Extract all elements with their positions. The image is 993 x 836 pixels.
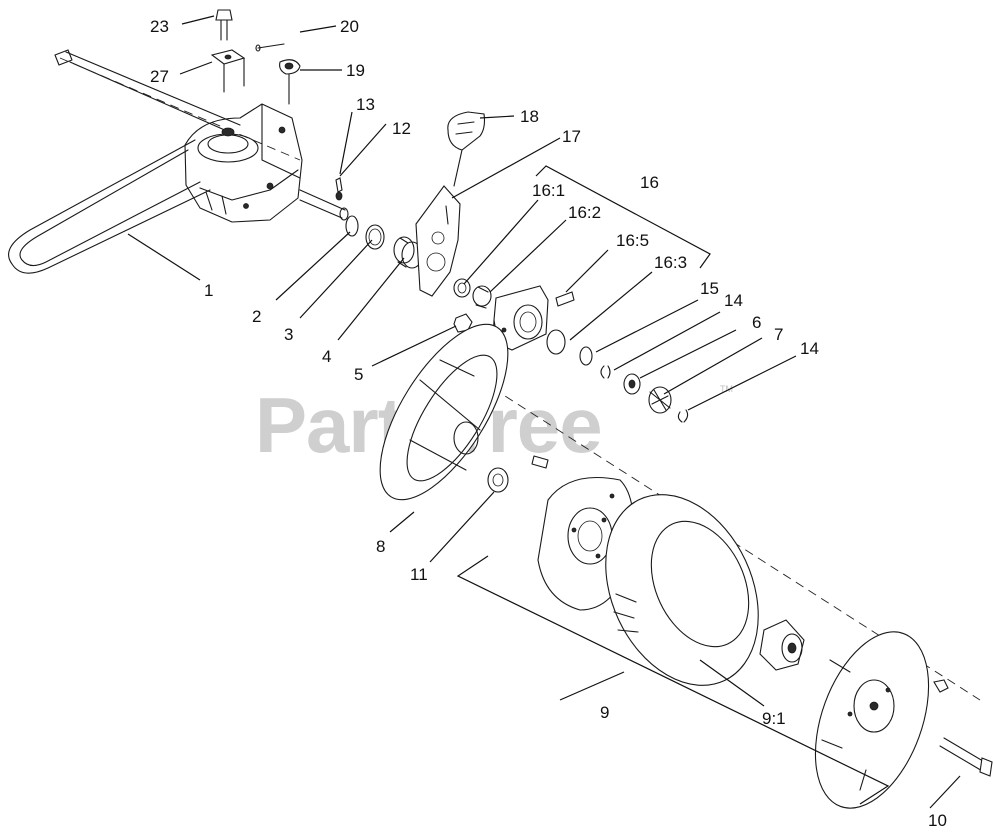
part-19-lever — [279, 59, 301, 105]
callout-2: 2 — [252, 307, 261, 326]
kit-9-bracket — [456, 555, 890, 805]
callout-15: 15 — [700, 279, 719, 298]
callout-7: 7 — [774, 325, 783, 344]
part-8-wheel-shield — [379, 323, 509, 501]
callout-11: 11 — [410, 565, 428, 584]
part-16-2-spacer — [472, 285, 492, 309]
callout-8: 8 — [376, 537, 385, 556]
part-20-pin — [255, 43, 285, 52]
part-15-washer — [579, 346, 593, 366]
transmission-housing — [184, 103, 303, 223]
part-10-bolt — [939, 737, 993, 777]
part-14-clip-b — [677, 409, 689, 423]
part-9-1-tire — [605, 494, 759, 686]
part-14-clip-a — [600, 365, 611, 379]
part-16-1-nut — [453, 278, 471, 298]
callout-16-2: 16:2 — [568, 203, 601, 222]
output-shaft — [299, 189, 349, 221]
watermark-trademark: TM — [720, 384, 733, 394]
part-17-bracket — [415, 185, 461, 297]
callout-16: 16 — [640, 173, 659, 192]
outer-hubcap — [814, 631, 930, 809]
part-13-key — [335, 177, 343, 193]
callout-1: 1 — [204, 281, 213, 300]
callout-labels: 1 2 3 4 5 6 7 8 9 9:1 10 11 12 13 14 14 … — [150, 17, 947, 830]
callout-23: 23 — [150, 17, 169, 36]
axle-shaft — [54, 49, 301, 161]
part-16-3-spacer — [546, 329, 566, 355]
callout-14b: 14 — [800, 339, 819, 358]
leader-lines — [127, 15, 961, 809]
kit-16-bracket — [535, 165, 711, 269]
hub-bolt — [531, 455, 549, 469]
part-18-handle — [447, 111, 486, 187]
callout-16-1: 16:1 — [532, 181, 565, 200]
part-16-5-stud — [555, 291, 575, 307]
part-27-plate — [210, 49, 246, 93]
callout-9-1: 9:1 — [762, 709, 786, 728]
part-16-housing — [491, 285, 549, 365]
part-11-bushing — [487, 467, 509, 493]
callout-27: 27 — [150, 67, 169, 86]
callout-3: 3 — [284, 325, 293, 344]
part-6-washer — [623, 373, 641, 395]
wheel-bearing — [759, 619, 805, 671]
part-7-pinion-gear — [648, 386, 672, 414]
part-3-washer — [365, 224, 385, 250]
part-2-retaining-ring — [345, 215, 359, 237]
callout-17: 17 — [562, 127, 581, 146]
part-12-pin — [335, 191, 343, 201]
callout-9: 9 — [600, 703, 609, 722]
hubcap-nut — [933, 679, 949, 693]
callout-5: 5 — [354, 365, 363, 384]
callout-4: 4 — [322, 347, 331, 366]
callout-14a: 14 — [724, 291, 743, 310]
callout-16-3: 16:3 — [654, 253, 687, 272]
callout-13: 13 — [356, 95, 375, 114]
callout-19: 19 — [346, 61, 365, 80]
drive-belt — [8, 139, 211, 274]
callout-10: 10 — [928, 811, 947, 830]
callout-12: 12 — [392, 119, 411, 138]
callout-20: 20 — [340, 17, 359, 36]
callout-6: 6 — [752, 313, 761, 332]
callout-16-5: 16:5 — [616, 231, 649, 250]
part-23-bolt — [215, 9, 233, 41]
callout-18: 18 — [520, 107, 539, 126]
